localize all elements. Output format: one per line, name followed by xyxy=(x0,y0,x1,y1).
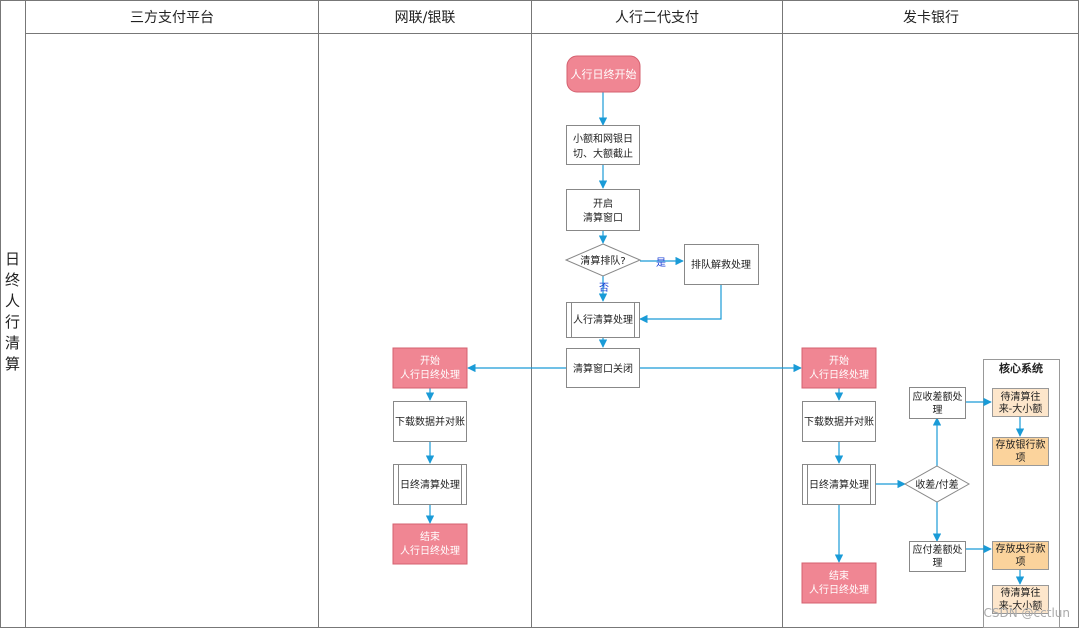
svg-text:人行日终处理: 人行日终处理 xyxy=(809,368,869,381)
lane-header-pboc: 人行二代支付 xyxy=(615,10,699,26)
side-title-char: 终 xyxy=(5,271,20,289)
node-open-window: 开启 清算窗口 xyxy=(566,189,640,231)
svg-text:人行日终处理: 人行日终处理 xyxy=(400,368,460,381)
svg-text:理: 理 xyxy=(933,404,943,416)
svg-text:开始: 开始 xyxy=(420,354,440,367)
svg-text:待清算往: 待清算往 xyxy=(1001,390,1041,403)
svg-text:结束: 结束 xyxy=(829,569,849,582)
svg-text:小额和网银日: 小额和网银日 xyxy=(573,132,633,145)
node-pboc-start: 人行日终开始 xyxy=(566,55,641,93)
node-core-pending-2: 待清算往 来-大小额 xyxy=(992,585,1049,614)
node-bank-start: 开始 人行日终处理 xyxy=(801,347,877,389)
core-system-title: 核心系统 xyxy=(999,361,1043,375)
side-title-char: 算 xyxy=(5,355,20,373)
side-title-char: 行 xyxy=(5,313,20,331)
svg-text:待清算往: 待清算往 xyxy=(1001,586,1041,599)
swimlane-side-title: 日 终 人 行 清 算 xyxy=(5,250,20,373)
svg-text:项: 项 xyxy=(1016,556,1026,568)
node-nu-clearing: 日终清算处理 xyxy=(393,464,467,505)
node-bank-download: 下载数据并对账 xyxy=(802,401,876,442)
edge-label-no: 否 xyxy=(599,282,609,294)
node-recv-diff: 应收差额处 理 xyxy=(909,387,966,419)
svg-text:清算窗口关闭: 清算窗口关闭 xyxy=(573,362,633,375)
node-pboc-clearing: 人行清算处理 xyxy=(566,302,640,338)
svg-text:来-大小额: 来-大小额 xyxy=(999,402,1043,415)
node-nu-download: 下载数据并对账 xyxy=(393,401,467,442)
side-title-char: 清 xyxy=(5,334,20,352)
svg-text:应付差额处: 应付差额处 xyxy=(913,543,963,556)
svg-text:清算排队?: 清算排队? xyxy=(580,254,625,267)
svg-text:结束: 结束 xyxy=(420,530,440,543)
svg-text:切、大额截止: 切、大额截止 xyxy=(573,147,633,160)
node-queue-decision: 清算排队? xyxy=(564,243,642,277)
svg-text:理: 理 xyxy=(933,557,943,569)
node-close-window: 清算窗口关闭 xyxy=(566,348,640,388)
svg-text:排队解救处理: 排队解救处理 xyxy=(691,258,751,271)
svg-text:开启: 开启 xyxy=(593,197,613,210)
svg-text:开始: 开始 xyxy=(829,354,849,367)
svg-text:清算窗口: 清算窗口 xyxy=(583,211,623,224)
svg-text:下载数据并对账: 下载数据并对账 xyxy=(395,415,465,428)
node-nu-start: 开始 人行日终处理 xyxy=(392,347,468,389)
svg-text:应收差额处: 应收差额处 xyxy=(913,390,963,403)
node-core-pending-1: 待清算往 来-大小额 xyxy=(992,388,1049,417)
side-title-char: 人 xyxy=(5,292,20,310)
lane-header-netunion: 网联/银联 xyxy=(395,10,456,26)
lane-header-issuing-bank: 发卡银行 xyxy=(903,10,959,26)
node-core-deposit-bank: 存放银行款 项 xyxy=(992,437,1049,466)
node-bank-clearing: 日终清算处理 xyxy=(802,464,876,505)
svg-text:收差/付差: 收差/付差 xyxy=(915,478,958,491)
edges xyxy=(425,92,1025,585)
svg-text:人行日终处理: 人行日终处理 xyxy=(809,583,869,596)
watermark-text: CSDN @cctlun xyxy=(984,606,1070,620)
svg-text:人行日终开始: 人行日终开始 xyxy=(571,67,637,81)
node-core-deposit-central: 存放央行款 项 xyxy=(992,541,1049,570)
svg-text:存放银行款: 存放银行款 xyxy=(996,438,1046,451)
svg-text:人行日终处理: 人行日终处理 xyxy=(400,544,460,557)
svg-text:人行清算处理: 人行清算处理 xyxy=(573,313,633,326)
svg-text:存放央行款: 存放央行款 xyxy=(996,542,1046,555)
side-title-char: 日 xyxy=(5,250,20,268)
edge-label-yes: 是 xyxy=(656,257,666,269)
svg-text:日终清算处理: 日终清算处理 xyxy=(809,478,869,491)
lane-header-third-party: 三方支付平台 xyxy=(130,10,214,26)
node-nu-end: 结束 人行日终处理 xyxy=(392,523,468,565)
node-bank-end: 结束 人行日终处理 xyxy=(801,562,877,604)
node-pay-diff: 应付差额处 理 xyxy=(909,541,966,572)
svg-text:日终清算处理: 日终清算处理 xyxy=(400,478,460,491)
node-queue-relief: 排队解救处理 xyxy=(684,244,759,285)
svg-text:项: 项 xyxy=(1016,452,1026,464)
node-recv-pay-decision: 收差/付差 xyxy=(903,465,971,503)
svg-text:来-大小额: 来-大小额 xyxy=(999,599,1043,612)
svg-text:下载数据并对账: 下载数据并对账 xyxy=(804,415,874,428)
node-cutoff: 小额和网银日 切、大额截止 xyxy=(566,125,640,165)
